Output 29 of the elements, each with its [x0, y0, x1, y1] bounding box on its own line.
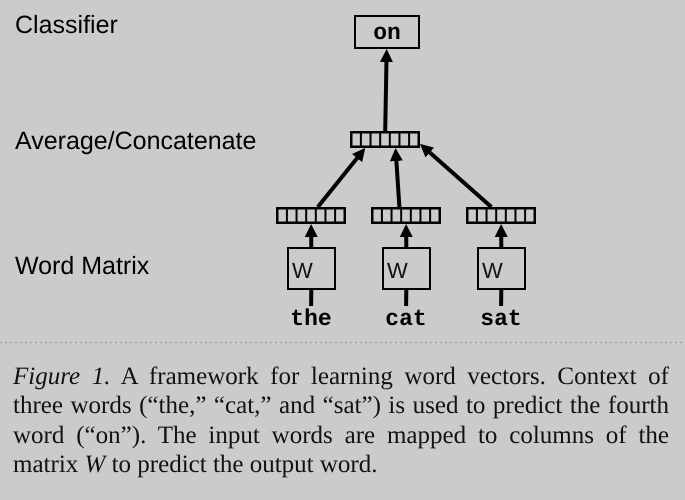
matrix-box: [477, 247, 526, 290]
matrix-symbol: W: [292, 260, 313, 282]
figure-caption: Figure 1. A framework for learning word vectors. Context of three words (“the,” “cat,” and “sat”) is used to predict the fourth word (“on”). The input words are mapped to columns of the matrix W to predict the output word.: [13, 362, 669, 480]
vector-strip: [371, 207, 441, 224]
matrix-symbol: W: [387, 260, 408, 282]
matrix-box: [287, 247, 336, 290]
arrow: [390, 148, 403, 208]
input-word: cat: [382, 306, 430, 332]
input-word: sat: [477, 306, 525, 332]
arrow: [316, 148, 366, 208]
vector-strip: [276, 207, 346, 224]
arrow: [420, 144, 493, 208]
arrow: [494, 224, 508, 248]
input-word: the: [287, 306, 335, 332]
layer-label: Average/Concatenate: [15, 127, 256, 155]
connector-line: [499, 290, 504, 306]
vector-strip: [350, 131, 420, 148]
arrow: [304, 224, 318, 248]
layer-label: Word Matrix: [15, 252, 150, 280]
output-box: [354, 15, 420, 49]
arrow: [400, 224, 413, 248]
output-word: on: [373, 20, 401, 44]
connector-line: [309, 290, 314, 306]
vector-strip: [466, 207, 536, 224]
arrow: [380, 49, 393, 132]
matrix-symbol: W: [482, 260, 503, 282]
connector-line: [404, 290, 408, 306]
layer-label: Classifier: [15, 11, 118, 39]
matrix-box: [382, 247, 431, 290]
